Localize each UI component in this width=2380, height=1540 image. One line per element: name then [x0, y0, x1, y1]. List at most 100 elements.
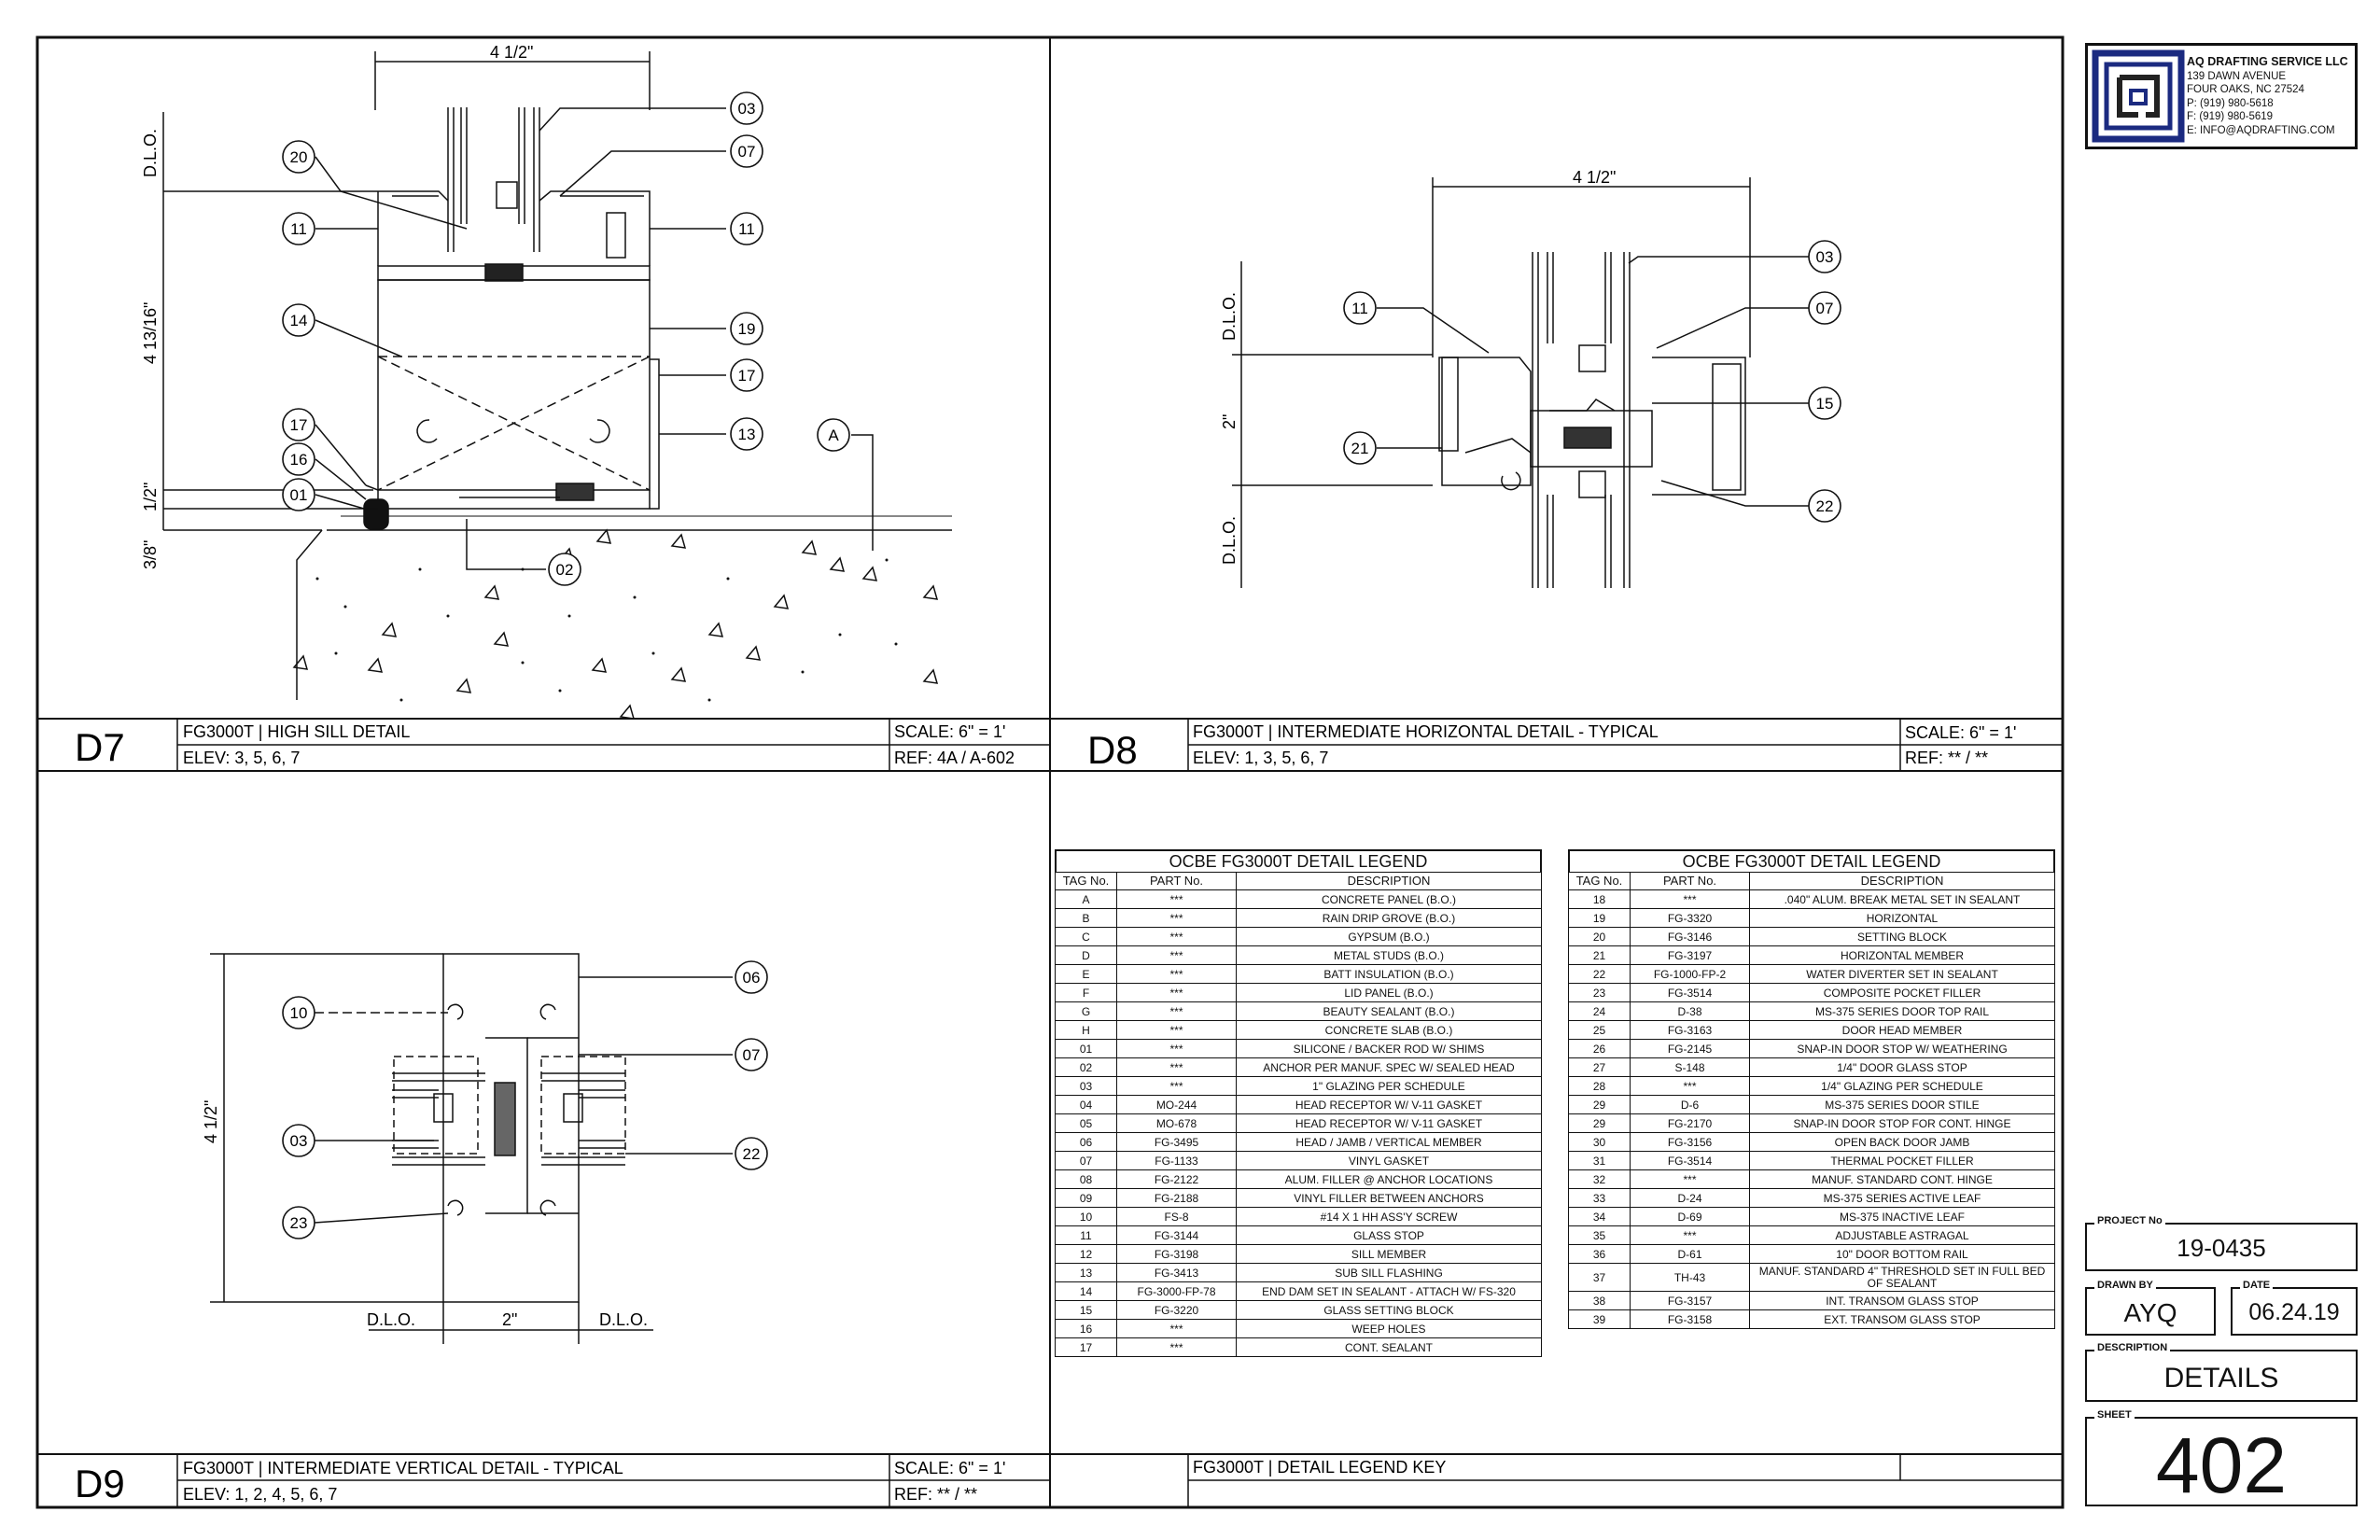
legend-desc-cell: HORIZONTAL	[1749, 908, 2055, 928]
tag-circle	[730, 134, 763, 168]
d9-id: D9	[75, 1462, 125, 1505]
legend-tag-cell: 37	[1568, 1263, 1631, 1292]
legend-part-cell: FG-3514	[1630, 1151, 1750, 1170]
tag-label: 01	[290, 486, 308, 504]
legend-part-cell: FG-3220	[1116, 1300, 1237, 1320]
legend-desc-cell: CONCRETE SLAB (B.O.)	[1236, 1020, 1542, 1040]
legend-desc-cell: SILL MEMBER	[1236, 1244, 1542, 1264]
tag-circle	[730, 312, 763, 345]
legend-title-left: OCBE FG3000T DETAIL LEGEND	[1055, 849, 1542, 872]
company-phone: P: (919) 980-5618	[2187, 97, 2274, 109]
tag-circle	[282, 212, 315, 245]
tag-bubble: 19	[730, 312, 763, 345]
legend-desc-cell: HEAD / JAMB / VERTICAL MEMBER	[1236, 1132, 1542, 1152]
legend-tag-cell: A	[1055, 889, 1117, 909]
tag-label: 07	[743, 1046, 761, 1064]
legend-tag-cell: 39	[1568, 1309, 1631, 1329]
legend-part-cell: D-69	[1630, 1207, 1750, 1226]
tag-bubble: 22	[1808, 489, 1841, 523]
tag-label: 21	[1351, 440, 1369, 457]
legend-tag-cell: 04	[1055, 1095, 1117, 1114]
tag-circle	[1808, 291, 1841, 325]
legend-tag-cell: 06	[1055, 1132, 1117, 1152]
drawn-by-field: DRAWN BY AYQ	[2085, 1280, 2216, 1336]
legend-tag-cell: 38	[1568, 1291, 1631, 1310]
legend-row: 17***CONT. SEALANT	[1055, 1337, 1542, 1357]
legend-desc-cell: HORIZONTAL MEMBER	[1749, 945, 2055, 965]
tag-circle	[282, 140, 315, 174]
legend-desc-cell: INT. TRANSOM GLASS STOP	[1749, 1291, 2055, 1310]
legend-tag-cell: 01	[1055, 1039, 1117, 1058]
d9-dim-dlo-left: D.L.O.	[367, 1310, 415, 1329]
d9-title: FG3000T | INTERMEDIATE VERTICAL DETAIL -…	[183, 1459, 623, 1477]
legend-desc-cell: END DAM SET IN SEALANT - ATTACH W/ FS-32…	[1236, 1281, 1542, 1301]
legend-part-cell: ***	[1630, 1169, 1750, 1189]
legend-part-cell: FG-2145	[1630, 1039, 1750, 1058]
legend-part-cell: MO-244	[1116, 1095, 1237, 1114]
legend-part-cell: ***	[1116, 1076, 1237, 1096]
legend-row: H***CONCRETE SLAB (B.O.)	[1055, 1020, 1542, 1040]
legend-tag-cell: 29	[1568, 1095, 1631, 1114]
tag-circle	[1808, 489, 1841, 523]
tag-bubble: A	[817, 418, 850, 452]
tag-label: 03	[290, 1132, 308, 1150]
tag-circle	[282, 478, 315, 511]
legend-row: C***GYPSUM (B.O.)	[1055, 927, 1542, 946]
legend-tag-cell: 19	[1568, 908, 1631, 928]
legend-header-row: TAG No.PART No.DESCRIPTION	[1055, 872, 1542, 890]
legend-desc-cell: .040" ALUM. BREAK METAL SET IN SEALANT	[1749, 889, 2055, 909]
legend-part-cell: D-24	[1630, 1188, 1750, 1208]
tag-circle	[1343, 291, 1377, 325]
legend-desc-cell: GLASS SETTING BLOCK	[1236, 1300, 1542, 1320]
legend-header-cell: DESCRIPTION	[1236, 872, 1542, 890]
legend-tag-cell: 26	[1568, 1039, 1631, 1058]
legend-part-cell: ***	[1116, 964, 1237, 984]
legend-row: G***BEAUTY SEALANT (B.O.)	[1055, 1001, 1542, 1021]
legend-header-cell: PART No.	[1116, 872, 1237, 890]
d8-dim-dlo-top: D.L.O.	[1220, 292, 1239, 341]
legend-part-cell: FG-3514	[1630, 983, 1750, 1002]
legend-tag-cell: D	[1055, 945, 1117, 965]
drawn-by-value: AYQ	[2123, 1298, 2177, 1327]
legend-desc-cell: HEAD RECEPTOR W/ V-11 GASKET	[1236, 1113, 1542, 1133]
tag-circle	[282, 1206, 315, 1239]
tag-circle	[548, 553, 581, 586]
legend-tag-cell: G	[1055, 1001, 1117, 1021]
legend-desc-cell: WEEP HOLES	[1236, 1319, 1542, 1338]
legend-part-cell: ***	[1630, 1076, 1750, 1096]
tag-label: 19	[738, 320, 756, 338]
legend-part-cell: ***	[1630, 889, 1750, 909]
legend-part-cell: FG-3146	[1630, 927, 1750, 946]
d8-dim-2: 2"	[1220, 414, 1239, 429]
legend-tag-cell: 13	[1055, 1263, 1117, 1282]
tag-circle	[817, 418, 850, 452]
legend-desc-cell: METAL STUDS (B.O.)	[1236, 945, 1542, 965]
tag-circle	[1808, 386, 1841, 420]
d7-ref: REF: 4A / A-602	[894, 749, 1015, 767]
tag-bubble: 11	[730, 212, 763, 245]
legend-tag-cell: 21	[1568, 945, 1631, 965]
tag-label: 02	[556, 561, 574, 579]
tag-bubble: 10	[282, 996, 315, 1029]
tag-bubble: 11	[1343, 291, 1377, 325]
legend-tag-cell: 20	[1568, 927, 1631, 946]
company-logo-block: AQ DRAFTING SERVICE LLC 139 DAWN AVENUE …	[2085, 43, 2358, 149]
legend-desc-cell: CONCRETE PANEL (B.O.)	[1236, 889, 1542, 909]
legend-part-cell: MO-678	[1116, 1113, 1237, 1133]
legend-desc-cell: VINYL FILLER BETWEEN ANCHORS	[1236, 1188, 1542, 1208]
legend-part-cell: FG-2122	[1116, 1169, 1237, 1189]
d9-title-strip: D9 FG3000T | INTERMEDIATE VERTICAL DETAI…	[37, 1453, 1050, 1507]
d9-scale: SCALE: 6" = 1'	[894, 1459, 1005, 1477]
date-value: 06.24.19	[2248, 1299, 2340, 1325]
sheet-field: SHEET 402	[2085, 1409, 2358, 1509]
legend-desc-cell: SUB SILL FLASHING	[1236, 1263, 1542, 1282]
